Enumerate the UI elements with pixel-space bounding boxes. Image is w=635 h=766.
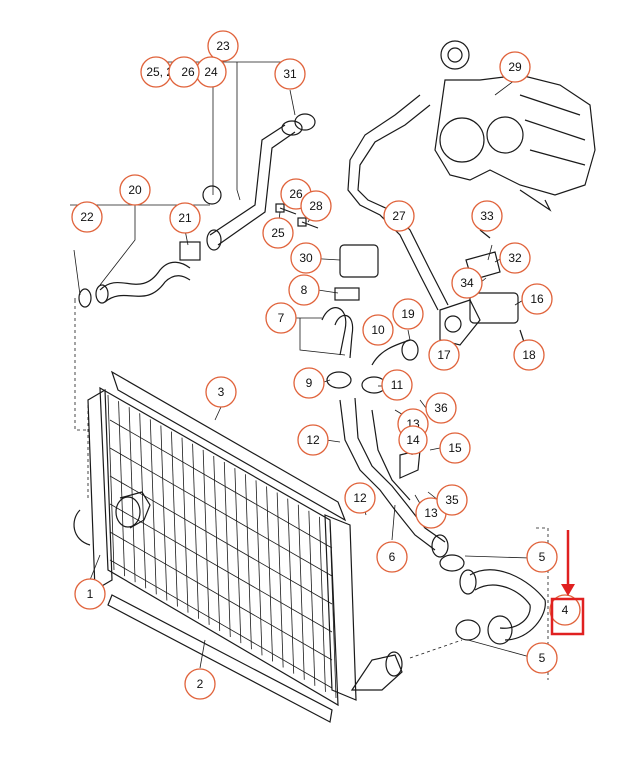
callout-8: 8 [288,274,320,306]
svg-text:27: 27 [392,209,406,223]
callout-15: 15 [439,432,471,464]
callout-11: 11 [381,369,413,401]
svg-text:10: 10 [371,323,385,337]
svg-text:3: 3 [218,385,225,399]
callout-24: 24 [195,56,227,88]
callout-12-upper: 12 [297,424,329,456]
callout-23: 23 [207,30,239,62]
svg-text:35: 35 [445,493,459,507]
svg-text:19: 19 [401,307,415,321]
callout-6: 6 [376,541,408,573]
callout-34: 34 [451,267,483,299]
callout-27: 27 [383,200,415,232]
callout-7: 7 [265,302,297,334]
intercooler-core [73,300,463,723]
callout-10: 10 [362,314,394,346]
svg-text:2: 2 [197,677,204,691]
svg-text:14: 14 [406,433,420,447]
callout-19: 19 [392,298,424,330]
center-pipes [321,94,526,366]
highlight-marker [550,530,585,636]
svg-text:16: 16 [530,292,544,306]
callout-35: 35 [436,484,468,516]
callout-26-top: 26 [168,56,200,88]
callout-3: 3 [205,376,237,408]
svg-text:36: 36 [434,401,448,415]
callout-17: 17 [428,339,460,371]
svg-text:21: 21 [178,211,192,225]
callout-2: 2 [184,668,216,700]
svg-text:22: 22 [80,210,94,224]
svg-text:30: 30 [299,251,313,265]
callout-31: 31 [274,58,306,90]
svg-text:33: 33 [480,209,494,223]
svg-text:18: 18 [522,348,536,362]
svg-text:5: 5 [539,651,546,665]
svg-text:7: 7 [278,311,285,325]
callout-12-lower: 12 [344,482,376,514]
svg-text:13: 13 [424,506,438,520]
svg-text:9: 9 [306,376,313,390]
svg-text:5: 5 [539,550,546,564]
callout-16: 16 [521,283,553,315]
callout-28: 28 [300,190,332,222]
turbocharger [434,40,596,212]
svg-text:20: 20 [128,183,142,197]
callout-4: 4 [549,594,581,626]
callout-14: 14 [398,425,428,455]
svg-text:32: 32 [508,251,522,265]
svg-text:15: 15 [448,441,462,455]
callout-33: 33 [471,200,503,232]
svg-text:17: 17 [437,348,451,362]
svg-text:26: 26 [181,65,195,79]
svg-text:6: 6 [389,550,396,564]
svg-text:31: 31 [283,67,297,81]
upper-left-hoses [78,113,319,308]
callout-9: 9 [293,367,325,399]
callout-36: 36 [425,392,457,424]
svg-text:11: 11 [391,378,404,392]
svg-text:29: 29 [508,60,522,74]
svg-text:34: 34 [460,276,474,290]
callout-32: 32 [499,242,531,274]
callout-20: 20 [119,174,151,206]
svg-text:28: 28 [309,199,323,213]
svg-text:23: 23 [216,39,230,53]
svg-text:12: 12 [306,433,320,447]
callout-29: 29 [499,51,531,83]
callout-22: 22 [71,201,103,233]
lower-center-pipes [326,371,549,680]
callout-30: 30 [290,242,322,274]
callout-1: 1 [74,578,106,610]
callout-5-lower: 5 [526,642,558,674]
svg-text:4: 4 [562,603,569,617]
svg-text:1: 1 [87,587,94,601]
svg-text:12: 12 [353,491,367,505]
callout-21: 21 [169,202,201,234]
callout-25: 25 [262,217,294,249]
callout-5-upper: 5 [526,541,558,573]
svg-text:26: 26 [289,187,303,201]
svg-text:8: 8 [301,283,308,297]
callout-18: 18 [513,339,545,371]
svg-text:25: 25 [271,226,285,240]
svg-text:24: 24 [204,65,218,79]
